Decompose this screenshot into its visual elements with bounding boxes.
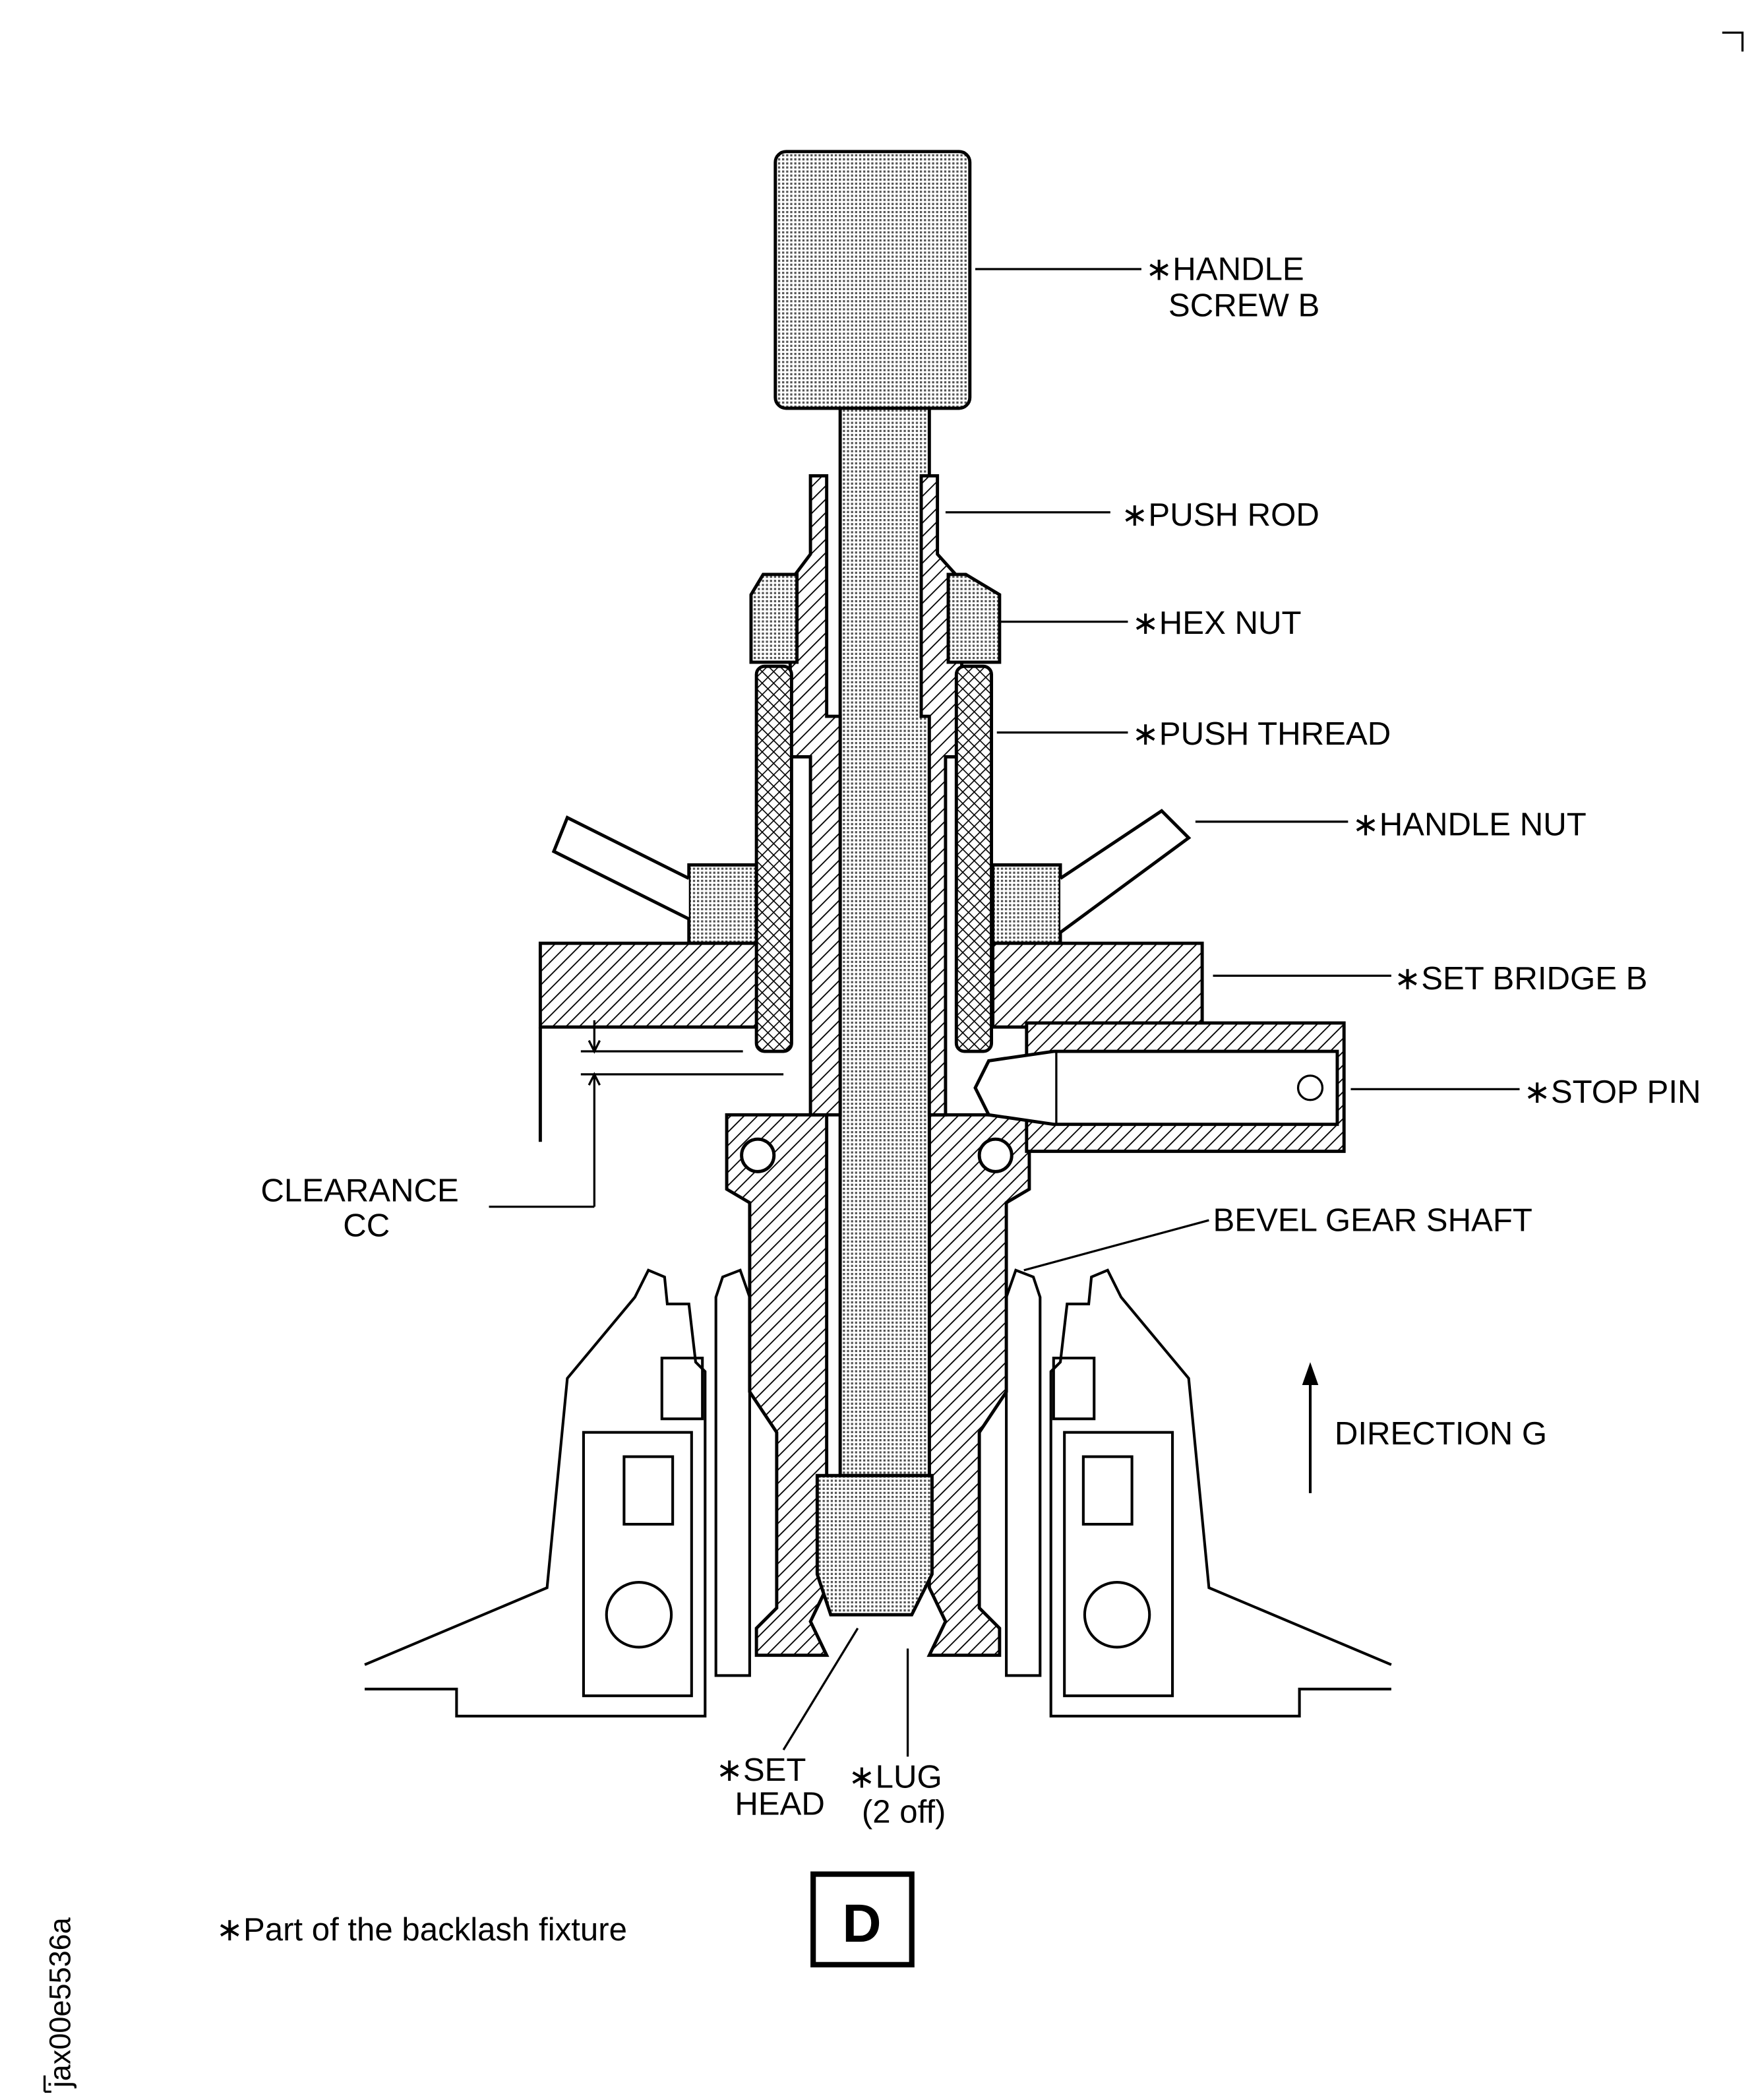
gear-housing	[364, 1268, 1392, 1717]
label-direction: DIRECTION G	[1335, 1415, 1547, 1452]
push-thread-right	[954, 664, 994, 1053]
stop-pin	[973, 1049, 1339, 1127]
direction-arrow-icon	[1302, 1362, 1319, 1493]
label-set-bridge: ∗SET BRIDGE B	[1394, 960, 1647, 997]
label-hex-nut: ∗HEX NUT	[1132, 605, 1302, 641]
leader-lines	[782, 268, 1520, 1757]
label-handle-screw-2: SCREW B	[1168, 288, 1319, 324]
handle-nut	[687, 863, 758, 945]
label-clearance-2: CC	[343, 1208, 390, 1244]
view-label: D	[842, 1894, 881, 1954]
handle-arm-left	[551, 815, 690, 921]
label-set-head: ∗SET	[716, 1752, 806, 1788]
label-clearance: CLEARANCE	[260, 1172, 458, 1208]
corner-mark	[1722, 31, 1744, 52]
screw-shaft	[838, 406, 931, 1477]
push-rod	[788, 474, 842, 1117]
handle-screw-b	[773, 150, 972, 410]
bevel-gear-shaft-right	[926, 1113, 1031, 1657]
set-bridge-b-right	[991, 941, 1204, 1029]
view-label-box	[810, 1871, 915, 1967]
label-bevel-gear-shaft: BEVEL GEAR SHAFT	[1213, 1202, 1532, 1238]
handle-arm-right	[1059, 809, 1192, 934]
set-bridge-b	[538, 941, 758, 1029]
label-lug: ∗LUG	[848, 1758, 942, 1795]
clearance-marker	[489, 1020, 784, 1208]
label-handle-nut: ∗HANDLE NUT	[1352, 806, 1587, 842]
bevel-gear-shaft	[725, 1113, 830, 1657]
handle-nut-right	[991, 863, 1062, 945]
footnote: ∗Part of the backlash fixture	[216, 1911, 627, 1948]
hex-nut	[749, 572, 799, 664]
set-head	[815, 1473, 934, 1617]
figure-id: jax00e5536a	[44, 1917, 77, 2089]
label-push-thread: ∗PUSH THREAD	[1132, 716, 1391, 752]
label-handle-screw: ∗HANDLE	[1145, 251, 1304, 287]
push-thread	[754, 664, 793, 1053]
hex-nut-right	[946, 572, 1002, 664]
label-stop-pin: ∗STOP PIN	[1524, 1074, 1701, 1110]
label-set-head-2: HEAD	[735, 1785, 825, 1822]
label-lug-2: (2 off)	[862, 1794, 946, 1830]
figure-id-mark	[43, 2075, 51, 2093]
label-push-rod: ∗PUSH ROD	[1121, 497, 1319, 533]
